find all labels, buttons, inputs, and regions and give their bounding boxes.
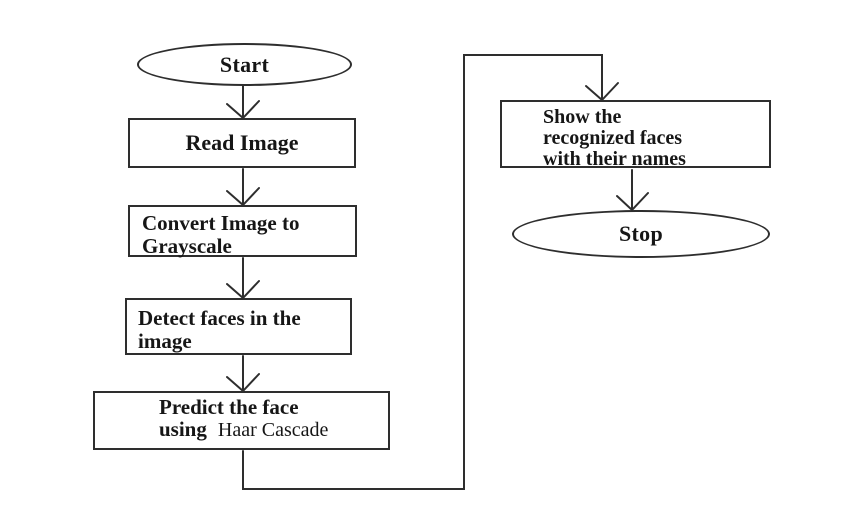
edge-predict-show [242, 54, 603, 490]
node-detect-faces: Detect faces in the image [125, 298, 352, 355]
node-read-image-label: Read Image [185, 130, 299, 155]
node-predict-face: Predict the face using Haar Cascade [93, 391, 390, 450]
node-predict-face-line2-prefix: using [159, 417, 207, 441]
node-read-image: Read Image [128, 118, 356, 168]
node-convert-grayscale: Convert Image to Grayscale [128, 205, 357, 258]
node-start-label: Start [219, 51, 270, 77]
node-show-recognized: Show the recognized faces with their nam… [500, 100, 771, 170]
node-predict-face-line2: using Haar Cascade [159, 418, 382, 441]
node-predict-face-line1: Predict the face [159, 395, 299, 419]
node-stop-label: Stop [619, 221, 663, 246]
node-stop: Stop [512, 210, 770, 258]
node-predict-face-line2-suffix: Haar Cascade [217, 419, 329, 441]
node-start: Start [137, 43, 352, 86]
